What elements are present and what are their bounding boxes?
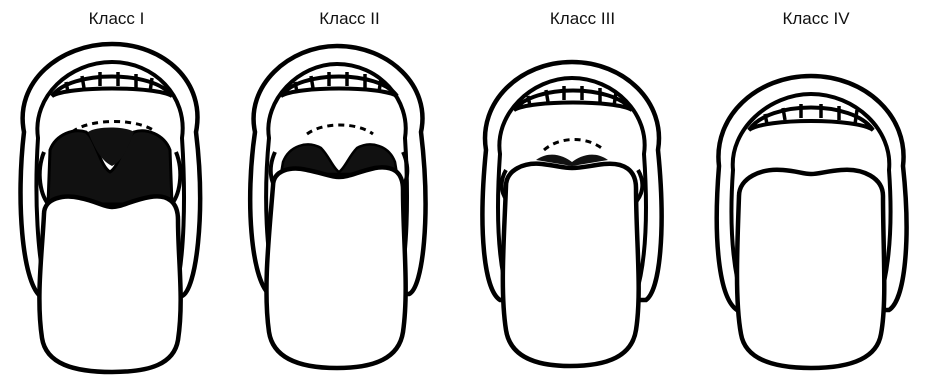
tongue — [266, 167, 405, 368]
tongue — [503, 164, 639, 366]
tongue — [39, 196, 180, 372]
mallampati-class-1: Класс I — [0, 0, 233, 380]
class-2-mouth-drawing — [233, 0, 466, 380]
mallampati-class-3: Класс III — [466, 0, 699, 380]
class-1-mouth-drawing — [0, 0, 233, 380]
mallampati-class-2: Класс II — [233, 0, 466, 380]
tongue — [737, 170, 884, 368]
class-4-mouth-drawing — [699, 0, 933, 380]
mallampati-class-4: Класс IV — [699, 0, 933, 380]
class-3-mouth-drawing — [466, 0, 699, 380]
